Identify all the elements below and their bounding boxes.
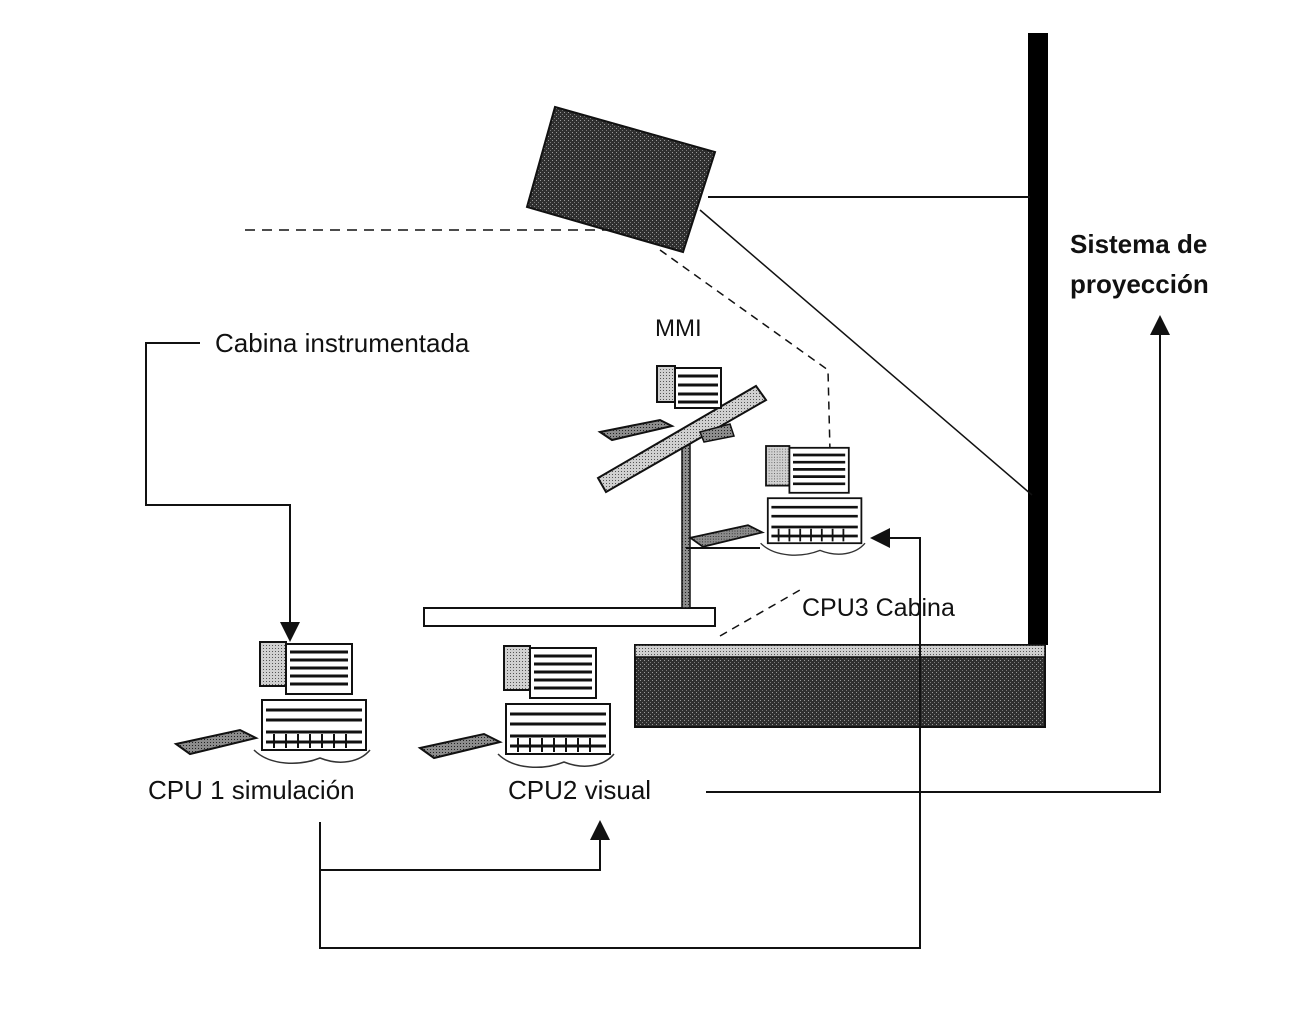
cpu1-computer-icon bbox=[174, 640, 372, 765]
cpu1-label: CPU 1 simulación bbox=[148, 775, 355, 805]
wall-screen bbox=[1028, 33, 1048, 645]
mmi-pole bbox=[681, 439, 691, 609]
projection-system-label: Sistema de bbox=[1070, 229, 1207, 259]
cockpit-to-cpu1-line bbox=[145, 342, 300, 642]
mmi-label: MMI bbox=[655, 315, 702, 342]
floor-plate bbox=[423, 607, 716, 627]
mmi-panel bbox=[596, 384, 768, 494]
cockpit-label: Cabina instrumentada bbox=[215, 328, 470, 358]
projection-beam bbox=[699, 209, 1033, 496]
cpu1-to-cpu3-line bbox=[319, 528, 921, 949]
cockpit-platform-top bbox=[634, 644, 1046, 658]
cpu3-label: CPU3 Cabina bbox=[802, 594, 955, 622]
cpu3-dashed-link bbox=[719, 589, 801, 637]
cpu1-to-cpu2-line bbox=[319, 820, 610, 871]
projector-cable-dashed bbox=[659, 249, 831, 453]
cpu2-computer-icon bbox=[418, 644, 616, 769]
cockpit-platform bbox=[634, 644, 1046, 728]
cpu3-computer-icon bbox=[689, 444, 867, 557]
projector-icon bbox=[525, 105, 717, 254]
projection-system-label-line2: proyección bbox=[1070, 269, 1209, 299]
mmi-monitor-icon bbox=[597, 365, 735, 443]
cpu2-label: CPU2 visual bbox=[508, 775, 651, 805]
cpu2-to-projection-line bbox=[706, 315, 1170, 793]
